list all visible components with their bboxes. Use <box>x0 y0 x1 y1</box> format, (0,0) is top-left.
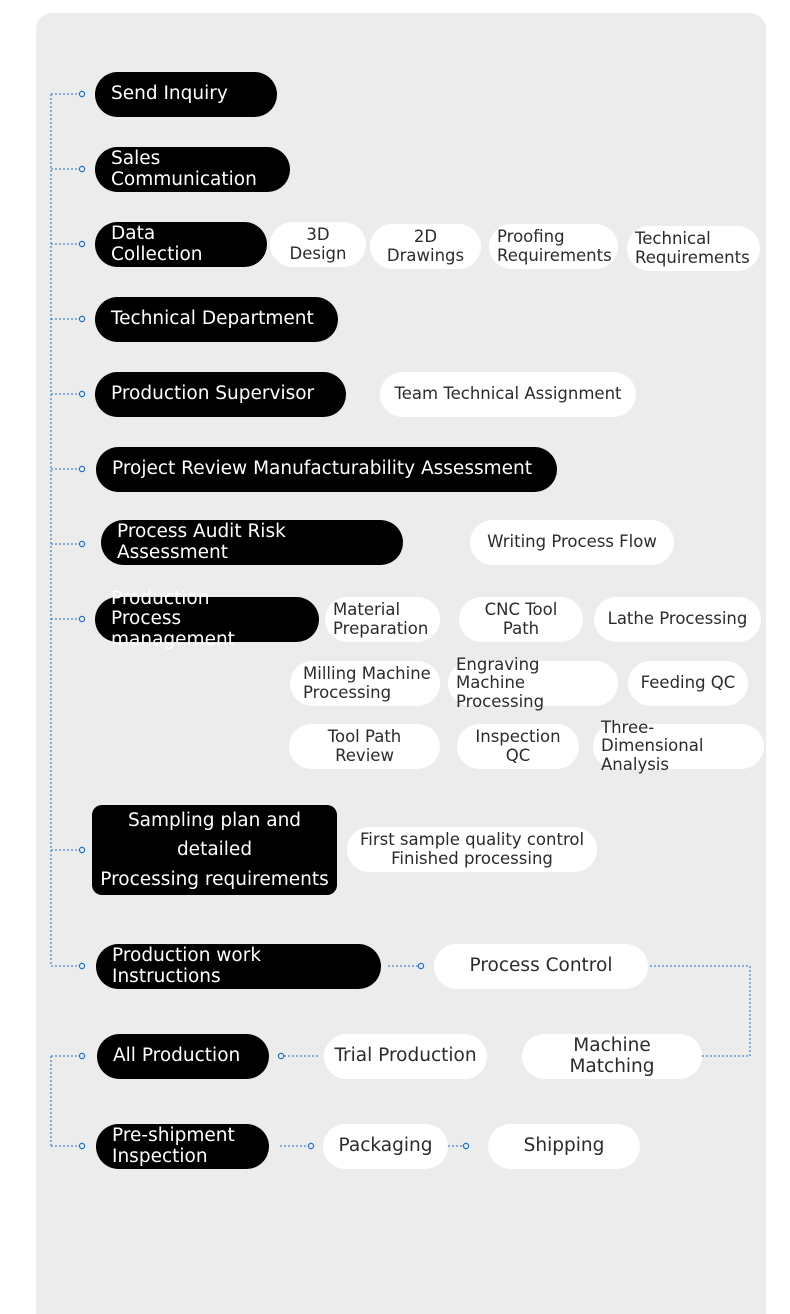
step-production-work-instructions: Production work Instructions <box>96 944 381 989</box>
detail-technical-requirements: Technical Requirements <box>627 226 760 271</box>
detail-cnc-tool-path: CNC Tool Path <box>459 597 583 642</box>
detail-shipping: Shipping <box>488 1124 640 1169</box>
step-all-production: All Production <box>97 1034 269 1079</box>
step-data-collection: Data Collection <box>95 222 267 267</box>
detail-material-preparation: Material Preparation <box>325 597 440 642</box>
detail-team-technical-assignment: Team Technical Assignment <box>380 372 636 417</box>
detail-lathe-processing: Lathe Processing <box>594 597 761 642</box>
detail-milling-machine-processing: Milling Machine Processing <box>290 661 440 706</box>
detail-three-dimensional-analysis: Three-Dimensional Analysis <box>593 719 764 773</box>
detail-inspection-qc: Inspection QC <box>457 724 579 769</box>
detail-3d-design: 3D Design <box>270 222 366 267</box>
step-pre-shipment-inspection: Pre-shipment Inspection <box>96 1124 269 1169</box>
step-process-audit: Process Audit Risk Assessment <box>101 520 403 565</box>
detail-first-sample-quality-control: First sample quality control Finished pr… <box>347 827 597 872</box>
detail-writing-process-flow: Writing Process Flow <box>470 520 674 565</box>
step-send-inquiry: Send Inquiry <box>95 72 277 117</box>
step-production-supervisor: Production Supervisor <box>95 372 346 417</box>
detail-machine-matching: Machine Matching <box>522 1034 702 1079</box>
step-project-review: Project Review Manufacturability Assessm… <box>96 447 557 492</box>
detail-tool-path-review: Tool Path Review <box>289 724 440 769</box>
detail-packaging: Packaging <box>323 1124 448 1169</box>
step-technical-department: Technical Department <box>95 297 338 342</box>
step-production-process-management: Production Process management <box>95 588 319 649</box>
step-sales-communication: Sales Communication <box>95 147 290 192</box>
detail-trial-production: Trial Production <box>324 1034 487 1079</box>
detail-process-control: Process Control <box>434 944 648 989</box>
detail-engraving-machine-processing: Engraving Machine Processing <box>448 656 618 710</box>
detail-2d-drawings: 2D Drawings <box>370 224 481 269</box>
step-sampling-plan: Sampling plan and detailed Processing re… <box>92 805 337 895</box>
detail-feeding-qc: Feeding QC <box>628 661 748 706</box>
detail-proofing-requirements: Proofing Requirements <box>489 224 618 269</box>
